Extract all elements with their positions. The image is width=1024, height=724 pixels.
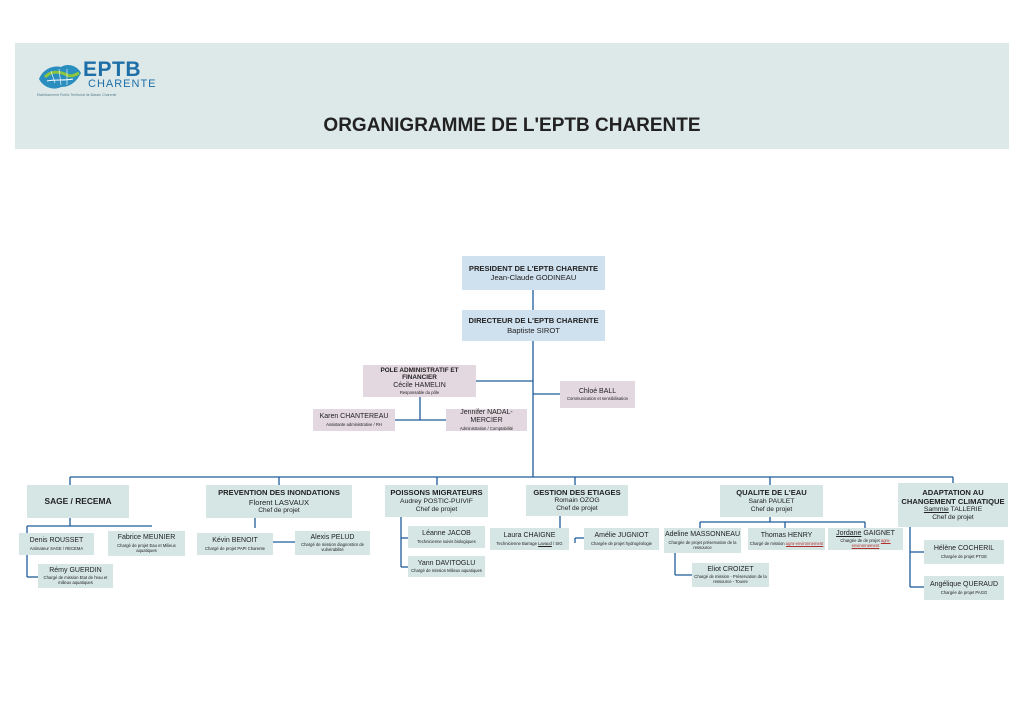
staff-name: Rémy GUERDIN bbox=[49, 566, 102, 574]
staff-role: Chargé de projet PAPI Charente bbox=[205, 545, 265, 551]
staff-card: Yann DAVITOGLU Chargé de mission Milieux… bbox=[408, 556, 485, 577]
admin-staff-role: Assistante administrative / RH bbox=[326, 421, 382, 427]
department-head-role: Chef de projet bbox=[932, 514, 974, 522]
department-head-name: Florent LASVAUX bbox=[248, 497, 310, 507]
staff-card: Alexis PELUD Chargé de mission diagnosti… bbox=[295, 531, 370, 555]
staff-role: Chargé de mission Milieux aquatiques bbox=[411, 568, 482, 574]
department-title: PREVENTION DES INONDATIONS bbox=[218, 488, 340, 498]
staff-name: Thomas HENRY bbox=[760, 532, 813, 540]
staff-role: Chargé de projet Eau et Milieux aquatiqu… bbox=[117, 542, 176, 553]
logo-title: EPTB bbox=[83, 58, 142, 81]
staff-card: Rémy GUERDIN Chargé de mission Etat de l… bbox=[38, 564, 113, 588]
department-head-role: Chef de projet bbox=[750, 505, 793, 513]
staff-role: Chargée de de projet agro-environnement bbox=[840, 538, 891, 549]
staff-role: Chargée de projet PAGG bbox=[940, 589, 988, 595]
staff-role: Chargé de mission Etat de l'eau et milie… bbox=[43, 575, 108, 586]
page-title: ORGANIGRAMME DE L'EPTB CHARENTE bbox=[323, 115, 701, 136]
staff-role: Technicienne suivis biologiques bbox=[417, 538, 476, 544]
admin-staff-box: Karen CHANTEREAU Assistante administrati… bbox=[313, 409, 395, 431]
department-head-name: Sarah PAULET bbox=[748, 497, 795, 505]
communication-box: Chloé BALL Communication et sensibilisat… bbox=[560, 381, 635, 408]
department-header-qualite: QUALITE DE L'EAU Sarah PAULET Chef de pr… bbox=[720, 485, 823, 517]
staff-card: Eliot CROIZET Chargé de mission - Préser… bbox=[692, 563, 769, 587]
staff-card: Amélie JUGNIOT Chargée de projet hydrogé… bbox=[584, 528, 659, 550]
admin-pole-box: POLE ADMINISTRATIF ET FINANCIER Cécile H… bbox=[363, 365, 476, 397]
department-head-name: Romain OZOG bbox=[554, 497, 600, 505]
staff-name: Amélie JUGNIOT bbox=[594, 532, 649, 540]
admin-staff-role: Administration / Comptabilité bbox=[459, 425, 514, 431]
staff-card: Angélique QUERAUD Chargée de projet PAGG bbox=[924, 576, 1004, 600]
department-head-role: Chef de projet bbox=[415, 505, 458, 513]
director-box: DIRECTEUR DE L'EPTB CHARENTE Baptiste SI… bbox=[462, 310, 605, 341]
director-title: DIRECTEUR DE L'EPTB CHARENTE bbox=[468, 316, 599, 326]
staff-card: Denis ROUSSET Animateur SAGE / RECEMA bbox=[19, 533, 94, 555]
department-title: SAGE / RECEMA bbox=[44, 496, 112, 507]
staff-role: Chargée de projet hydrogéologie bbox=[591, 540, 652, 546]
staff-name: Denis ROUSSET bbox=[29, 537, 84, 545]
admin-staff-name: Karen CHANTEREAU bbox=[319, 413, 389, 421]
logo-map-icon bbox=[39, 65, 81, 89]
admin-head-role: Responsable du pôle bbox=[399, 390, 440, 396]
department-head-role: Chef de projet bbox=[556, 505, 598, 513]
department-header-inondations: PREVENTION DES INONDATIONS Florent LASVA… bbox=[206, 485, 352, 518]
admin-pole-title: POLE ADMINISTRATIF ET FINANCIER bbox=[380, 366, 459, 382]
staff-name: Léanne JACOB bbox=[422, 530, 471, 538]
department-title-line2: CHANGEMENT CLIMATIQUE bbox=[901, 496, 1005, 506]
staff-role: Technicienne Barrage Lavaud / SIG bbox=[496, 540, 563, 546]
department-head-name: Sammie TALLERIE bbox=[923, 506, 983, 514]
communication-name: Chloé BALL bbox=[578, 387, 617, 395]
department-header-poissons: POISSONS MIGRATEURS Audrey POSTIC-PUIVIF… bbox=[385, 485, 488, 517]
department-title-line1: ADAPTATION AU bbox=[922, 487, 984, 497]
staff-name: Fabrice MEUNIER bbox=[117, 534, 176, 542]
staff-name: Eliot CROIZET bbox=[707, 565, 754, 573]
staff-role: Chargé de mission agro-environnement bbox=[749, 540, 824, 546]
staff-name: Yann DAVITOGLU bbox=[417, 559, 476, 567]
department-head-role: Chef de projet bbox=[258, 506, 300, 514]
eptb-logo: EPTB CHARENTE Etablissement Public Terri… bbox=[37, 57, 157, 99]
president-title: PRESIDENT DE L'EPTB CHARENTE bbox=[468, 263, 599, 273]
staff-role: Chargée de projet préservation de la res… bbox=[668, 539, 737, 550]
staff-name: Hélène COCHERIL bbox=[933, 545, 995, 553]
staff-name: Laura CHAIGNE bbox=[503, 532, 556, 540]
department-header-adaptation: ADAPTATION AU CHANGEMENT CLIMATIQUE Samm… bbox=[898, 483, 1008, 527]
staff-role: Chargé de mission - Préservation de la r… bbox=[694, 574, 767, 585]
staff-name: Adeline MASSONNEAU bbox=[664, 531, 741, 539]
director-name: Baptiste SIROT bbox=[507, 325, 560, 335]
admin-staff-box: Jennifer NADAL-MERCIER Administration / … bbox=[446, 409, 527, 431]
staff-card: Laura CHAIGNE Technicienne Barrage Lavau… bbox=[490, 528, 569, 550]
staff-card: Fabrice MEUNIER Chargé de projet Eau et … bbox=[108, 531, 185, 556]
staff-name: Alexis PELUD bbox=[310, 533, 355, 541]
logo-tagline: Etablissement Public Territorial de Bass… bbox=[37, 93, 117, 97]
department-title: QUALITE DE L'EAU bbox=[736, 488, 807, 498]
president-name: Jean-Claude GODINEAU bbox=[490, 273, 577, 282]
staff-role: Animateur SAGE / RECEMA bbox=[29, 545, 84, 551]
admin-staff-name: Jennifer NADAL-MERCIER bbox=[460, 409, 513, 425]
staff-card: Thomas HENRY Chargé de mission agro-envi… bbox=[748, 528, 825, 550]
department-head-name: Audrey POSTIC-PUIVIF bbox=[400, 497, 473, 505]
staff-card: Kévin BENOIT Chargé de projet PAPI Chare… bbox=[197, 533, 273, 555]
staff-name: Angélique QUERAUD bbox=[929, 581, 999, 589]
staff-card: Hélène COCHERIL Chargée de projet PTGE bbox=[924, 540, 1004, 564]
staff-role: Chargée de projet PTGE bbox=[940, 553, 988, 559]
communication-role: Communication et sensibilisation bbox=[567, 396, 628, 402]
admin-head-name: Cécile HAMELIN bbox=[393, 381, 446, 389]
president-box: PRESIDENT DE L'EPTB CHARENTE Jean-Claude… bbox=[462, 256, 605, 290]
staff-role: Chargé de mission diagnostics de vulnéra… bbox=[301, 542, 364, 553]
department-title: GESTION DES ETIAGES bbox=[533, 487, 621, 497]
staff-name: Jordane GAIGNET bbox=[836, 529, 895, 537]
staff-name: Kévin BENOIT bbox=[212, 537, 258, 545]
staff-card: Adeline MASSONNEAU Chargée de projet pré… bbox=[664, 528, 741, 553]
department-header-sage: SAGE / RECEMA bbox=[27, 485, 129, 518]
department-title: POISSONS MIGRATEURS bbox=[390, 488, 483, 498]
staff-card: Léanne JACOB Technicienne suivis biologi… bbox=[408, 526, 485, 548]
logo-subtitle: CHARENTE bbox=[88, 78, 157, 90]
header-banner: EPTB CHARENTE Etablissement Public Terri… bbox=[15, 43, 1009, 149]
department-header-etiages: GESTION DES ETIAGES Romain OZOG Chef de … bbox=[526, 485, 628, 516]
staff-card: Jordane GAIGNET Chargée de de projet agr… bbox=[828, 528, 903, 550]
